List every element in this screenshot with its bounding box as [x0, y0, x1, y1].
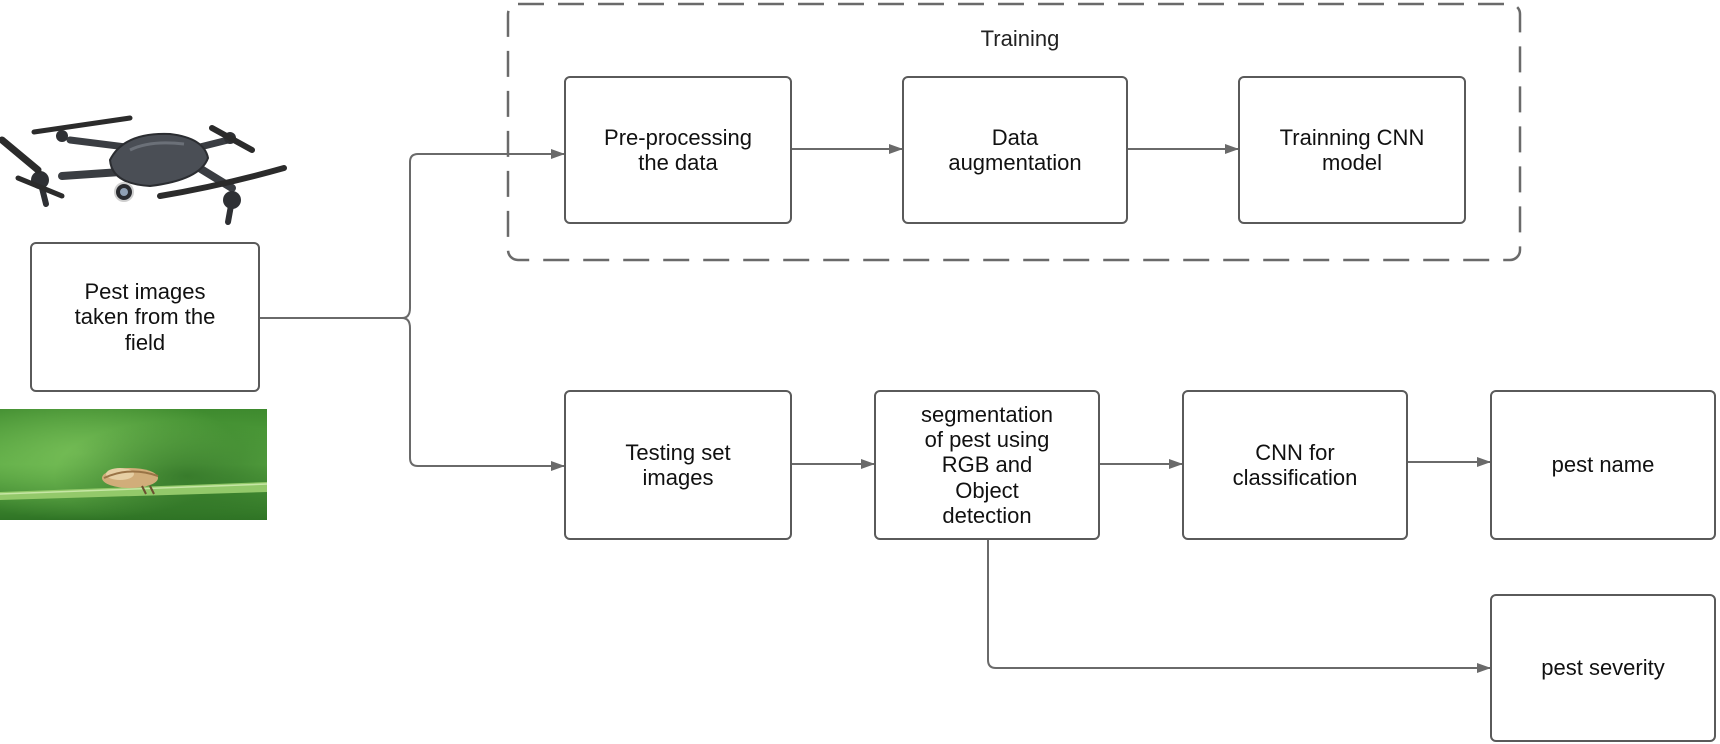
classification-step: CNN for classification: [1182, 390, 1408, 540]
source-images-box: Pest images taken from the field: [30, 242, 260, 392]
augmentation-step: Data augmentation: [902, 76, 1128, 224]
segmentation-step: segmentation of pest using RGB and Objec…: [874, 390, 1100, 540]
training-group-label: Training: [980, 26, 1060, 51]
arrow-segmentation-to-severity: [987, 540, 1491, 673]
source-branch-brace: [401, 153, 419, 319]
training-group-border: [506, 2, 1522, 262]
drone-icon: [0, 115, 287, 225]
preprocess-step: Pre-processing the data: [564, 76, 792, 224]
train-cnn-step: Trainning CNN model: [1238, 76, 1466, 224]
pest-on-leaf-photo: [0, 409, 268, 520]
source-branch-brace-lower: [401, 317, 419, 467]
pest-name-output: pest name: [1490, 390, 1716, 540]
pest-severity-output: pest severity: [1490, 594, 1716, 742]
testing-set-step: Testing set images: [564, 390, 792, 540]
